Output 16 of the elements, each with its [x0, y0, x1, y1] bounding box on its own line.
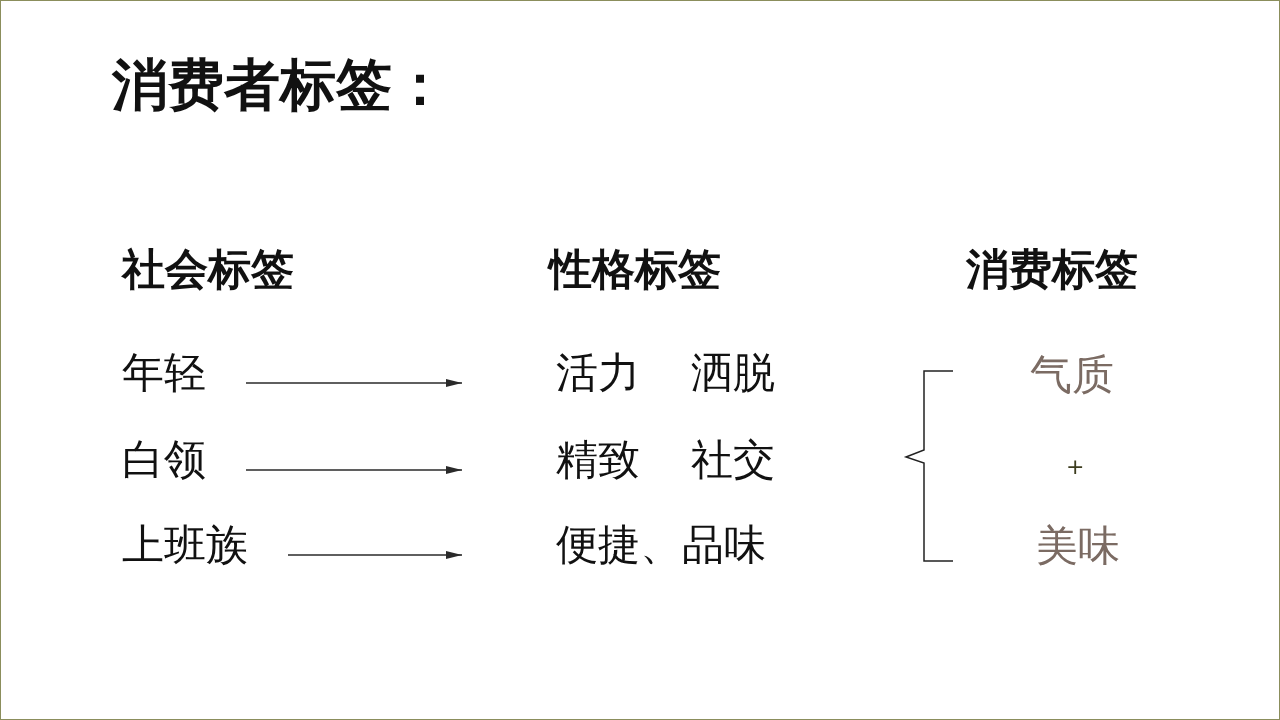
plus-sign: + [1066, 453, 1085, 481]
arrow [287, 551, 463, 559]
arrow [245, 466, 463, 474]
column-heading: 消费标签 [966, 244, 1138, 296]
slide-title: 消费者标签： [112, 51, 448, 119]
tag-text: 活力 洒脱 [556, 347, 776, 399]
tag-text: 精致 社交 [556, 434, 776, 486]
column-heading: 性格标签 [549, 244, 721, 296]
arrow [245, 379, 463, 387]
tag-text: 上班族 [122, 519, 248, 571]
tag-text: 便捷、品味 [556, 519, 766, 571]
column-heading: 社会标签 [122, 244, 294, 296]
consumption-tag: 气质 [1030, 349, 1114, 401]
consumption-tag: 美味 [1036, 520, 1120, 572]
tag-text: 白领 [122, 434, 206, 486]
tag-text: 年轻 [122, 347, 206, 399]
